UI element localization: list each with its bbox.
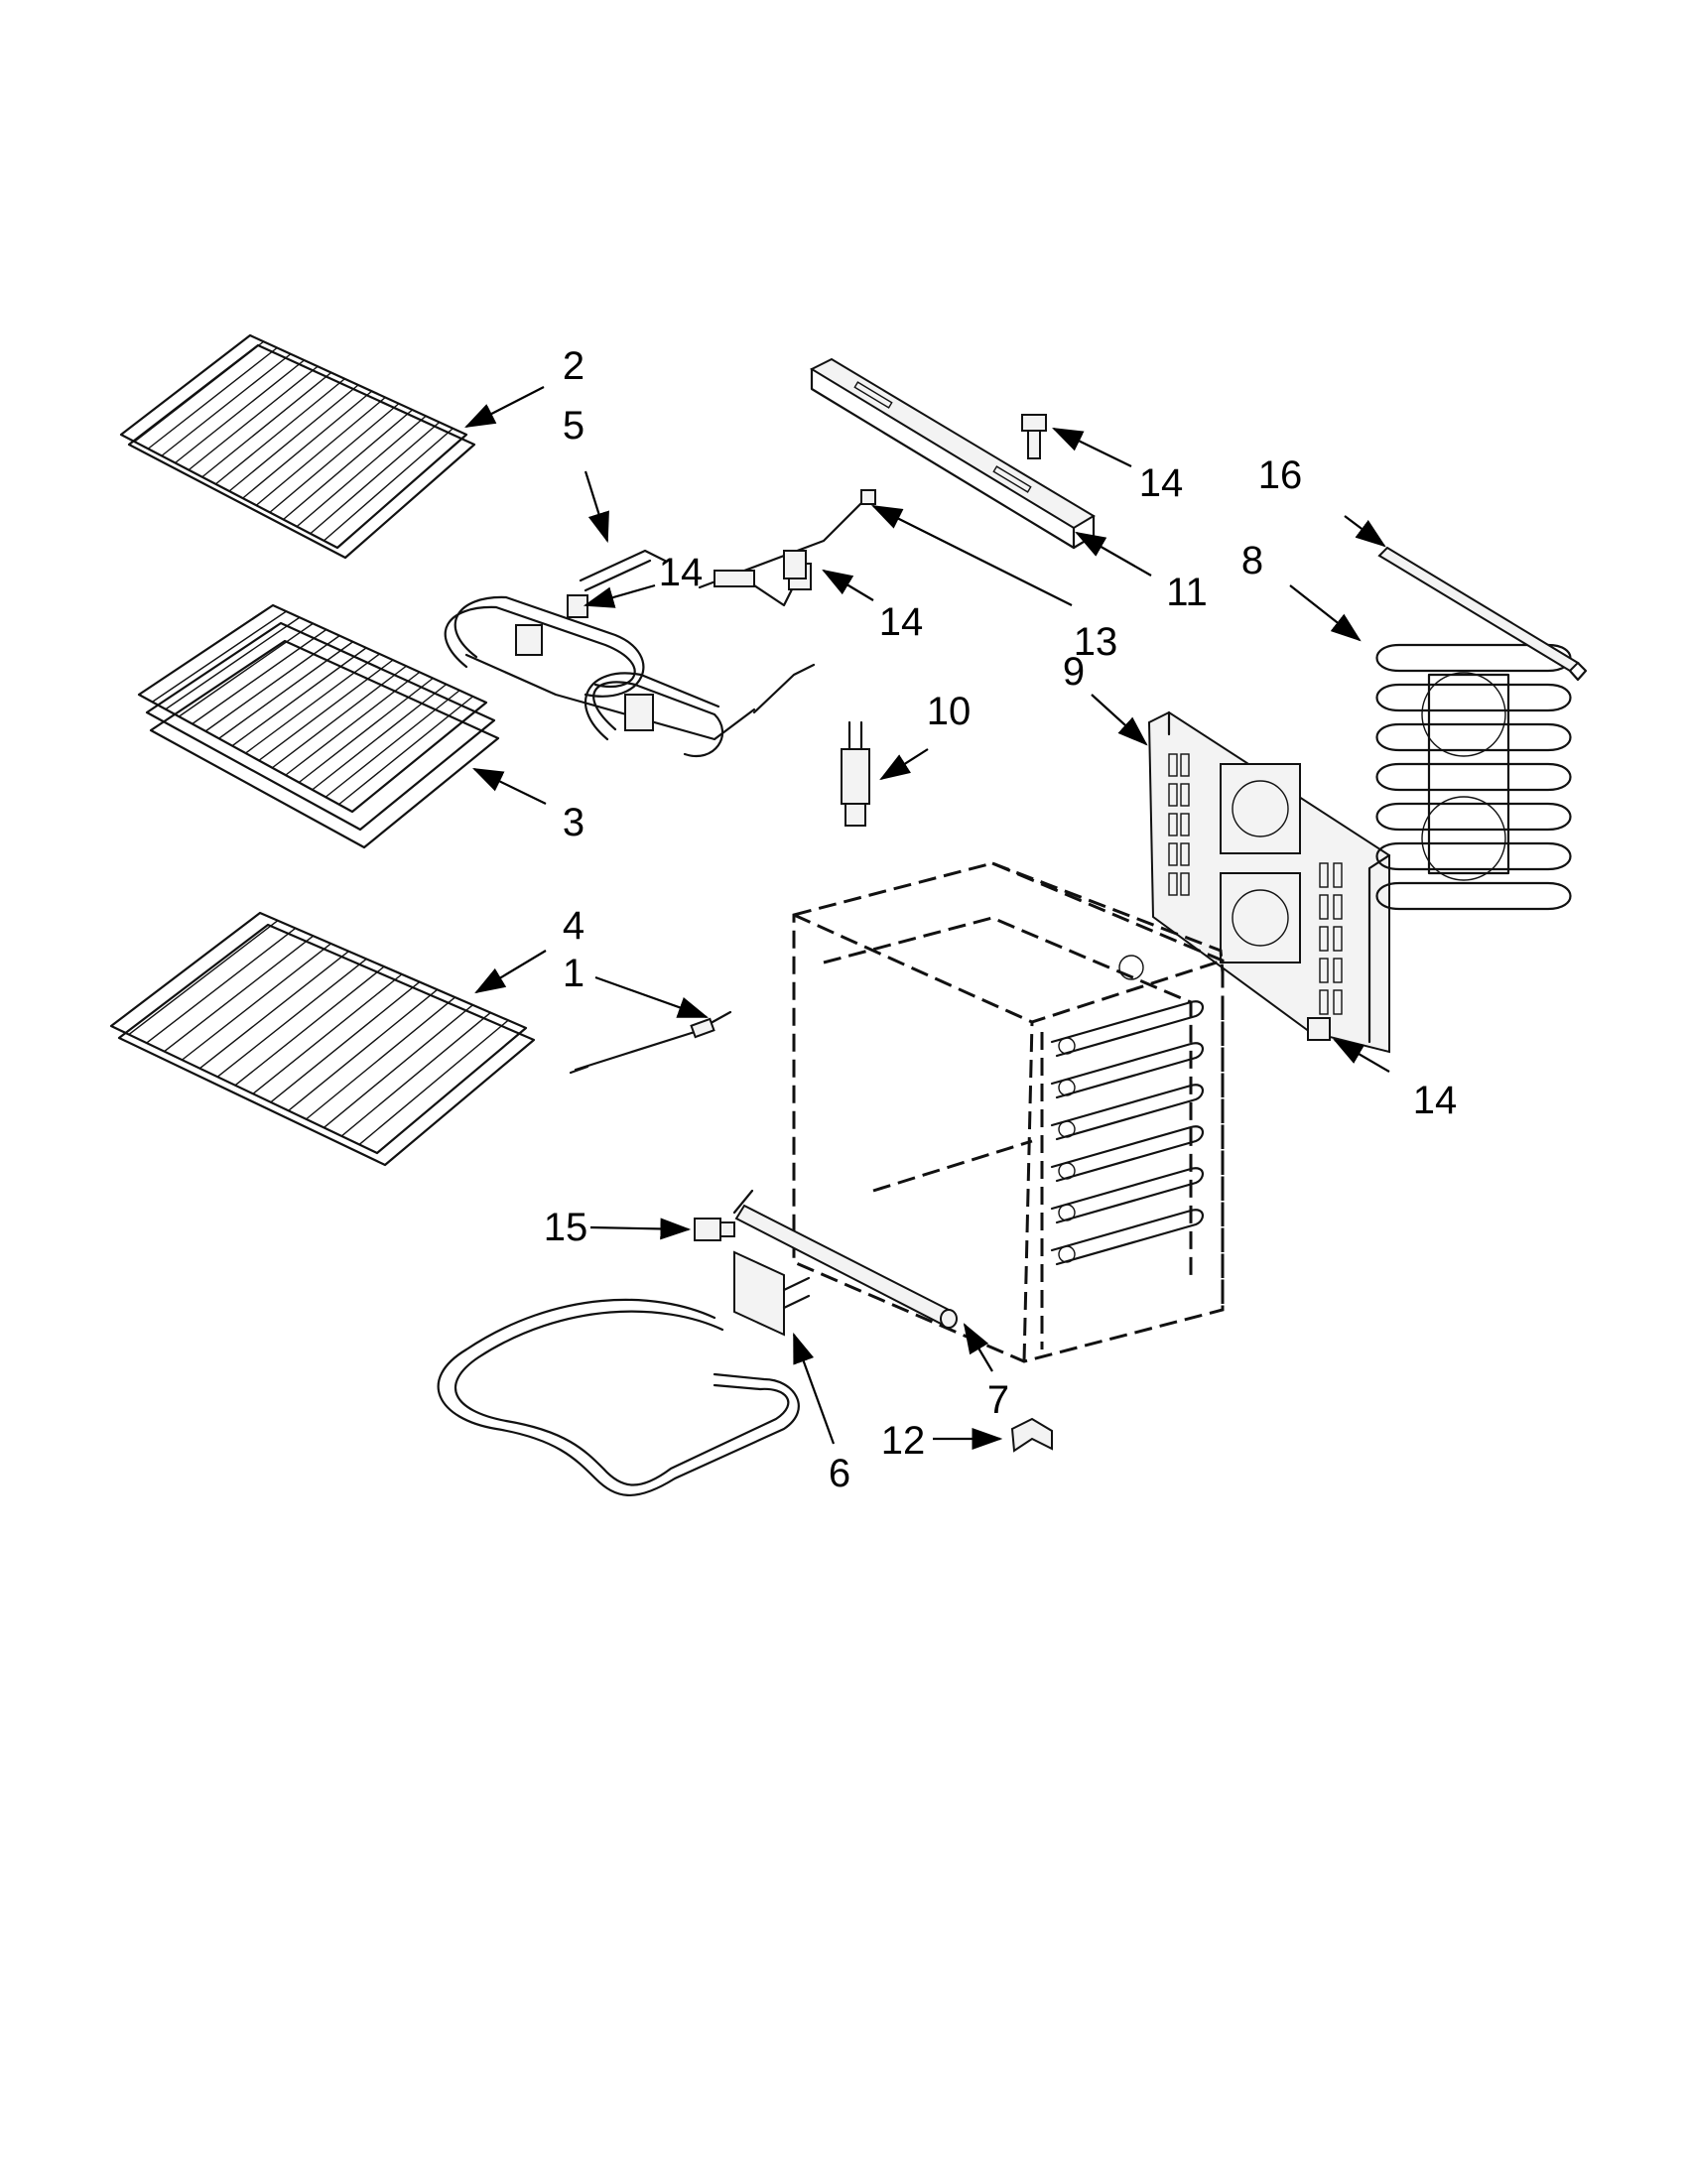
callout-4: 4 — [563, 904, 584, 948]
part-1-sensor-probe — [569, 1010, 732, 1075]
callout-14: 14 — [1139, 461, 1184, 505]
part-4-flat-rack — [109, 911, 536, 1167]
callout-7: 7 — [987, 1378, 1009, 1422]
callout-3: 3 — [563, 801, 584, 844]
part-13-sensor — [698, 489, 876, 607]
part-15-fastener — [694, 1218, 735, 1241]
part-16-bar — [1377, 546, 1588, 682]
callout-12: 12 — [881, 1419, 926, 1463]
part-7-tube — [732, 1189, 958, 1329]
part-12-clip — [1010, 1417, 1053, 1453]
callout-11: 11 — [1166, 571, 1208, 614]
part-2-oven-rack — [119, 333, 476, 560]
callout-16: 16 — [1258, 453, 1303, 497]
part-5-broil-element — [444, 549, 816, 757]
oven-cavity-outline — [792, 861, 1225, 1363]
callout-15: 15 — [544, 1206, 588, 1249]
callout-9: 9 — [1063, 650, 1085, 694]
callout-14: 14 — [879, 600, 924, 644]
part-3-rollout-rack — [137, 603, 500, 849]
part-6-bake-element — [437, 1250, 811, 1496]
callout-13: 13 — [1074, 620, 1118, 664]
callout-14: 14 — [1413, 1079, 1458, 1122]
callout-6: 6 — [829, 1452, 850, 1495]
callout-arrows — [464, 386, 1390, 1450]
callout-8: 8 — [1241, 539, 1263, 582]
callout-10: 10 — [927, 690, 972, 733]
part-10-thermal-fuse — [841, 720, 870, 827]
callout-5: 5 — [563, 404, 584, 448]
callout-1: 1 — [563, 952, 584, 995]
part-8-convection-element — [1375, 643, 1572, 911]
part-14-screws — [567, 414, 1331, 1041]
part-11-bracket — [809, 357, 1096, 550]
callout-14: 14 — [659, 551, 704, 594]
callout-2: 2 — [563, 344, 584, 388]
part-9-fan-cover — [1147, 710, 1391, 1054]
callout-labels: 2 5 14 3 4 1 15 6 7 12 14 11 13 14 10 9 … — [544, 344, 1458, 1495]
